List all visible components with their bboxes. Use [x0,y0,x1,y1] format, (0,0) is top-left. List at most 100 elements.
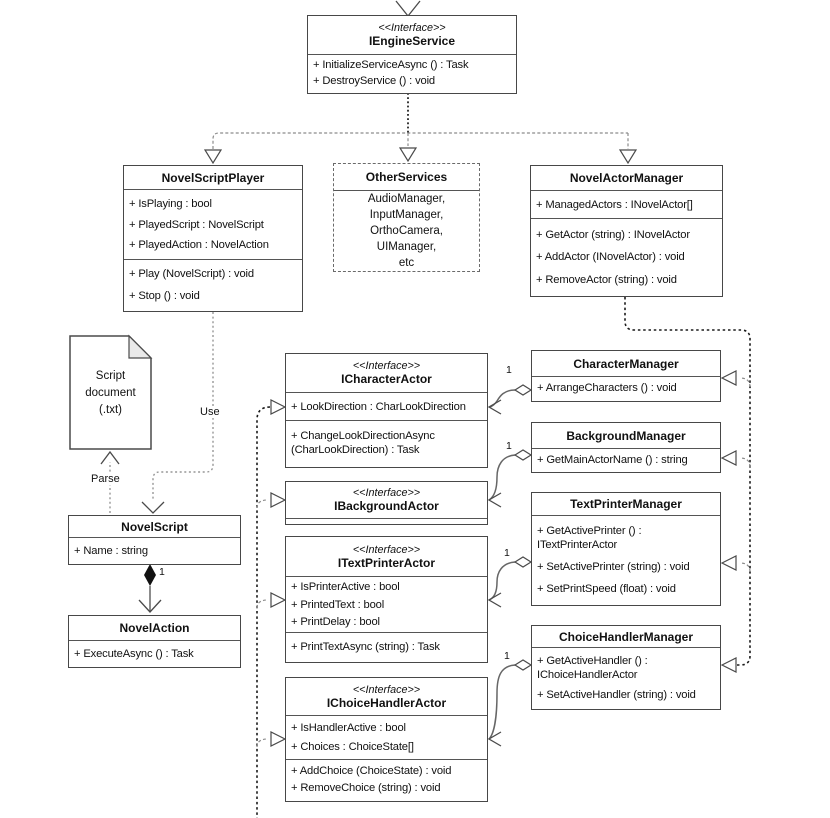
stereotype-label: <<Interface>> [352,487,421,499]
methods-compartment: + ArrangeCharacters () : void [532,376,720,399]
edge-parse-dependency [100,450,120,513]
member-line: + Name : string [74,544,148,557]
edge-aggregation-backgroundmanager [487,449,533,508]
edge-aggregation-textprintermanager [487,556,533,608]
member-line: etc [398,257,415,269]
member-line: + Play (NovelScript) : void [129,268,254,281]
attributes-compartment: + IsHandlerActive : bool+ Choices : Choi… [286,715,487,759]
use-edge-label: Use [198,406,222,418]
class-name: NovelScriptPlayer [161,170,265,185]
class-textprintermanager: TextPrinterManager + GetActivePrinter ()… [531,492,721,606]
member-line: + PrintedText : bool [291,598,385,611]
parse-edge-label: Parse [89,473,122,485]
class-novelscriptplayer: NovelScriptPlayer + IsPlaying : bool + Pl… [123,165,303,312]
member-line: + ChangeLookDirectionAsync (CharLookDire… [291,430,435,456]
attributes-compartment: + ManagedActors : INovelActor[] [531,190,722,218]
class-iengineservice: <<Interface>> IEngineService + Initializ… [307,15,517,94]
edge-engine-service-realizations [203,93,638,165]
attributes-compartment: + IsPlaying : bool + PlayedScript : Novel… [124,189,302,259]
class-header: <<Interface>> ITextPrinterActor [286,537,487,576]
methods-compartment: + AddChoice (ChoiceState) : void + Remove… [286,759,487,799]
edge-generalization-into-engine-service [395,0,421,18]
methods-compartment: + GetMainActorName () : string [532,448,720,470]
class-novelactormanager: NovelActorManager + ManagedActors : INov… [530,165,723,297]
member-line: + GetActiveHandler () : IChoiceHandlerAc… [537,655,648,681]
class-name: NovelActorManager [569,171,684,185]
attributes-compartment: + IsPrinterActive : bool + PrintedText : … [286,576,487,632]
class-otherservices: OtherServices AudioManager, InputManager,… [333,163,480,272]
class-itextprinteractor: <<Interface>> ITextPrinterActor + IsPrin… [285,536,488,663]
edge-aggregation-choicehandlermanager [487,659,533,747]
member-line: + GetMainActorName () : string [537,453,688,466]
member-line: InputManager, [369,209,444,221]
edge-aggregation-charactermanager [487,384,533,415]
member-line: + IsPrinterActive : bool [291,581,400,594]
member-line: + PlayedAction : NovelAction [129,239,269,252]
class-name: OtherServices [365,170,448,184]
member-line: (.txt) [99,404,122,416]
member-line: + SetPrintSpeed (float) : void [537,583,676,595]
class-name: ChoiceHandlerManager [558,629,694,644]
edge-actor-manager-dependencies [624,297,751,673]
class-novelaction: NovelAction + ExecuteAsync () : Task [68,615,241,668]
class-name: NovelAction [119,621,190,635]
stereotype-label: <<Interface>> [378,22,446,34]
member-line: + GetActivePrinter () : ITextPrinterActo… [537,525,642,551]
class-name: NovelScript [121,519,188,534]
class-header: <<Interface>> ICharacterActor [286,354,487,392]
member-line: + IsPlaying : bool [129,197,212,210]
member-line: + PrintDelay : bool [291,615,380,628]
methods-compartment: + ExecuteAsync () : Task [69,640,240,666]
member-line: + SetActiveHandler (string) : void [537,689,696,701]
methods-compartment: + InitializeServiceAsync () : Task+ Dest… [308,54,516,91]
member-line: + AddChoice (ChoiceState) : void [291,764,452,777]
class-header: <<Interface>> IBackgroundActor [286,482,487,518]
member-line: + PrintTextAsync (string) : Task [291,640,440,653]
member-line: + AddActor (INovelActor) : void [536,251,685,263]
class-name: IEngineService [368,34,456,48]
class-icharacteractor: <<Interface>> ICharacterActor + LookDire… [285,353,488,468]
member-line: + PlayedScript : NovelScript [129,218,264,231]
multiplicity-label: 1 [505,364,513,376]
class-name: TextPrinterManager [570,497,682,511]
class-name: CharacterManager [573,356,679,371]
class-name: IChoiceHandlerActor [326,695,447,710]
methods-compartment: + GetActiveHandler () : IChoiceHandlerAc… [532,647,720,708]
methods-compartment: + Play (NovelScript) : void + Stop () : v… [124,259,302,310]
methods-compartment: + GetActivePrinter () : ITextPrinterActo… [532,515,720,604]
edge-actor-interface-realizations [256,399,287,818]
empty-compartment [286,518,487,523]
class-name: ITextPrinterActor [337,555,436,570]
member-line: + GetActor (string) : INovelActor [536,228,690,241]
member-line: + Stop () : void [129,289,200,302]
methods-compartment: + ChangeLookDirectionAsync (CharLookDire… [286,420,487,465]
multiplicity-label: 1 [505,440,513,452]
attributes-compartment: + LookDirection : CharLookDirection [286,392,487,420]
class-choicehandlermanager: ChoiceHandlerManager + GetActiveHandler … [531,625,721,710]
member-line: + RemoveChoice (string) : void [291,782,441,795]
member-line: + SetActivePrinter (string) : void [537,561,690,573]
class-ichoicehandleractor: <<Interface>> IChoiceHandlerActor + IsHa… [285,677,488,802]
note-body: AudioManager, InputManager, OrthoCamera, U… [334,190,479,270]
member-line: AudioManager, [367,193,446,205]
class-ibackgroundactor: <<Interface>> IBackgroundActor [285,481,488,525]
class-name: IBackgroundActor [334,499,439,513]
member-line: + ExecuteAsync () : Task [74,647,194,660]
member-line: + ManagedActors : INovelActor[] [536,198,693,211]
methods-compartment: + GetActor (string) : INovelActor + AddAc… [531,218,722,295]
member-line: document [85,387,136,399]
member-line: + InitializeServiceAsync () : Task [313,58,469,71]
class-header: <<Interface>> IChoiceHandlerActor [286,678,487,715]
class-header: <<Interface>> IEngineService [308,16,516,54]
script-document-shape [69,334,153,450]
member-line: OrthoCamera, UIManager, [370,225,443,253]
class-novelscript: NovelScript + Name : string [68,515,241,565]
methods-compartment: + PrintTextAsync (string) : Task [286,632,487,660]
member-line: + Choices : ChoiceState[] [291,741,414,753]
stereotype-label: <<Interface>> [352,543,421,556]
multiplicity-label: 1 [503,547,511,559]
edge-use-dependency [141,312,214,514]
